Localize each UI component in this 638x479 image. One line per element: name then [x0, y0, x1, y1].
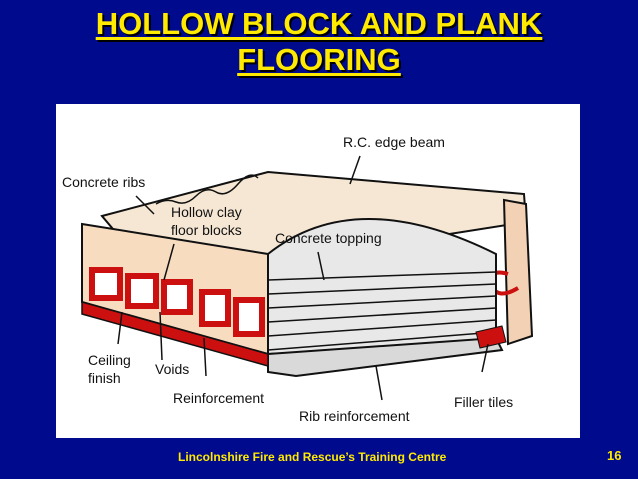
- label-ceiling-line2: finish: [88, 370, 121, 386]
- label-concrete-ribs: Concrete ribs: [62, 174, 146, 190]
- edge-beam: [502, 198, 534, 346]
- concrete-topping: [267, 218, 497, 356]
- footer-credit: Lincolnshire Fire and Rescue’s Training …: [178, 450, 447, 464]
- title-line-2: FLOORING: [237, 42, 401, 77]
- label-voids: Voids: [155, 361, 190, 377]
- label-rc-edge-beam: R.C. edge beam: [343, 134, 445, 150]
- label-ceiling-line1: Ceiling: [88, 352, 131, 368]
- page-number: 16: [607, 448, 622, 463]
- filler-tiles: [475, 325, 507, 349]
- label-hollow-clay-line1: Hollow clay: [171, 204, 242, 220]
- label-filler-tiles: Filler tiles: [454, 394, 514, 410]
- label-rib-reinforcement: Rib reinforcement: [299, 408, 410, 424]
- title-line-1: HOLLOW BLOCK AND PLANK: [95, 6, 543, 41]
- diagram-panel: R.C. edge beam Concrete ribs Hollow clay…: [56, 104, 580, 438]
- label-hollow-clay-line2: floor blocks: [171, 222, 242, 238]
- hollow-blocks: [89, 267, 265, 337]
- flooring-illustration: [81, 155, 534, 401]
- ceiling-finish: [81, 301, 269, 367]
- label-concrete-topping: Concrete topping: [275, 230, 382, 246]
- slide-title: HOLLOW BLOCK AND PLANK FLOORING: [0, 6, 638, 78]
- rib-bottom: [267, 336, 504, 378]
- pointer-lines: [117, 155, 489, 401]
- plank-lines: [267, 271, 497, 351]
- break-line: [155, 174, 259, 205]
- label-reinforcement: Reinforcement: [173, 390, 265, 406]
